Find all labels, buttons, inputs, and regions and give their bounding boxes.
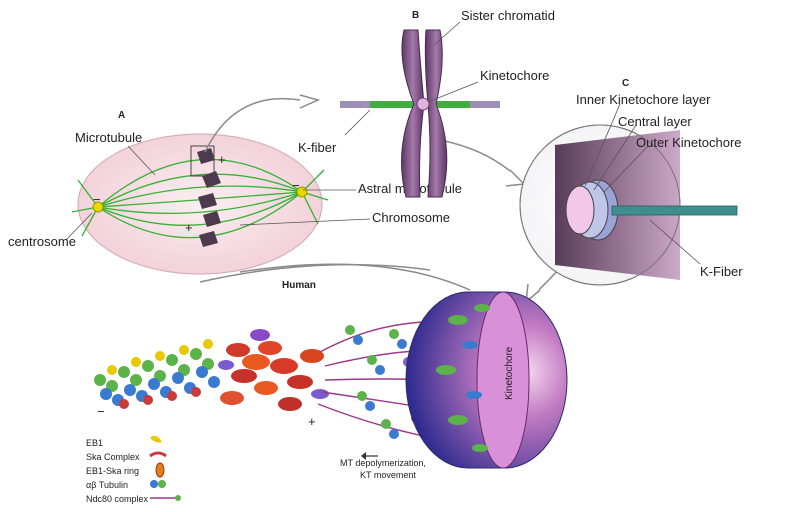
k-fiber-rod [612, 206, 737, 215]
ndc80-swatch-head [175, 495, 181, 501]
sister-chromatid-left [402, 30, 425, 197]
legend-item-ndc80: Ndc80 complex [86, 494, 181, 504]
kinetochore-label: Kinetochore [480, 68, 549, 83]
legend-label-ndc80: Ndc80 complex [86, 494, 149, 504]
central-layer-label: Central layer [618, 114, 692, 129]
legend: EB1 Ska Complex EB1-Ska ring αβ Tubulin … [86, 436, 181, 504]
k-fiber-label: K-fiber [298, 140, 337, 155]
legend-item-eb1-ska-ring: EB1-Ska ring [86, 463, 164, 477]
legend-item-eb1: EB1 [86, 436, 162, 448]
legend-label-ska: Ska Complex [86, 452, 140, 462]
human-heading: Human [282, 280, 316, 291]
eb1-swatch [150, 436, 162, 443]
kinetochore-dome-label: Kinetochore [504, 346, 515, 400]
tubulin-swatch-b [158, 480, 166, 488]
plus-sign-a1: + [218, 152, 226, 167]
ring-swatch [156, 463, 164, 477]
legend-label-ring: EB1-Ska ring [86, 466, 139, 476]
legend-item-ska: Ska Complex [86, 452, 166, 462]
minus-sign-a2: − [292, 178, 300, 193]
panel-a-letter: A [118, 110, 125, 121]
plus-sign-a2: + [185, 220, 193, 235]
panel-c-letter: C [622, 78, 629, 89]
panel-c-kinetochore-detail: C Inner Kinetochore layer Central layer … [520, 78, 743, 285]
ska-complex-cluster [218, 329, 329, 411]
microtubule-label: Microtubule [75, 130, 142, 145]
sister-chromatid-label: Sister chromatid [461, 8, 555, 23]
panel-b-chromosome: B Sister chromatid Kinetochore K-fiber [298, 8, 555, 197]
k-fiber-c-label: K-Fiber [700, 264, 743, 279]
kinetochore-dome: Kinetochore [406, 292, 567, 468]
outer-kinetochore-label: Outer Kinetochore [636, 135, 742, 150]
plus-sign-human: + [308, 414, 316, 429]
centrosome-label: centrosome [8, 234, 76, 249]
chromosome-label: Chromosome [372, 210, 450, 225]
minus-sign-human: − [97, 404, 105, 419]
legend-item-tubulin: αβ Tubulin [86, 480, 166, 490]
inner-kinetochore-label: Inner Kinetochore layer [576, 92, 711, 107]
legend-label-tubulin: αβ Tubulin [86, 480, 128, 490]
ska-swatch [150, 453, 166, 456]
tubulin-swatch-a [150, 480, 158, 488]
panel-b-letter: B [412, 10, 419, 21]
tubulin-lattice [94, 339, 220, 409]
panel-a-cell: A Microtubule Astral microtubule Chromos… [8, 110, 462, 274]
kt-movement-label: KT movement [360, 470, 416, 480]
inner-layer-shape [566, 186, 594, 234]
legend-label-eb1: EB1 [86, 438, 103, 448]
sister-chromatid-right [425, 30, 446, 197]
kinetochore-dot [417, 98, 429, 110]
human-interface-panel: Human [94, 280, 567, 480]
minus-sign-a1: − [93, 192, 101, 207]
mt-depoly-label: MT depolymerization, [340, 458, 426, 468]
